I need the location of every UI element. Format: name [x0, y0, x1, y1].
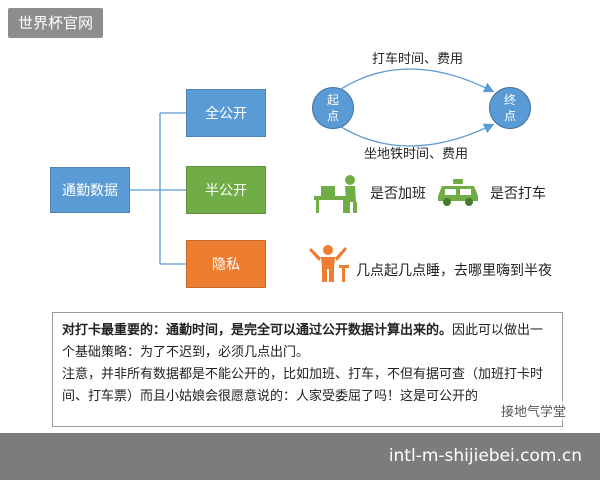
branch-semi-public: 半公开: [186, 166, 266, 214]
note-bold-text: 对打卡最重要的：通勤时间，是完全可以通过公开数据计算出来的。: [62, 323, 453, 338]
note-box: 对打卡最重要的：通勤时间，是完全可以通过公开数据计算出来的。因此可以做出一个基础…: [52, 312, 563, 427]
taxi-icon: [438, 179, 478, 206]
branch-private: 隐私: [186, 240, 266, 288]
private-activity-label: 几点起几点睡，去哪里嗨到半夜: [356, 263, 552, 279]
overtime-label: 是否加班: [370, 186, 426, 202]
tree-connectors: [130, 112, 186, 265]
end-node: 终点: [489, 87, 531, 129]
branch-public: 全公开: [186, 89, 266, 137]
note-line-1: 对打卡最重要的：通勤时间，是完全可以通过公开数据计算出来的。因此可以做出一个基础…: [62, 320, 553, 364]
office-worker-icon: [314, 175, 357, 213]
route-arcs: [337, 68, 495, 147]
note-line-1-rest: 因此可以做出一个基础策略：为了不迟到，必须几点出门。: [62, 323, 544, 360]
start-node: 起点: [312, 87, 354, 129]
route-taxi-label: 打车时间、费用: [372, 52, 464, 67]
site-tag: 世界杯官网: [8, 8, 104, 38]
footer-url: intl-m-shijiebei.com.cn: [0, 433, 600, 480]
watermark: 接地气学堂: [498, 401, 570, 420]
root-node: 通勤数据: [50, 167, 130, 213]
taxi-label: 是否打车: [490, 186, 546, 202]
party-person-icon: [309, 245, 349, 282]
route-subway-label: 坐地铁时间、费用: [364, 147, 469, 162]
note-line-2: 注意，并非所有数据都是不能公开的，比如加班、打车，不但有据可查（加班打卡时间、打…: [62, 367, 544, 404]
